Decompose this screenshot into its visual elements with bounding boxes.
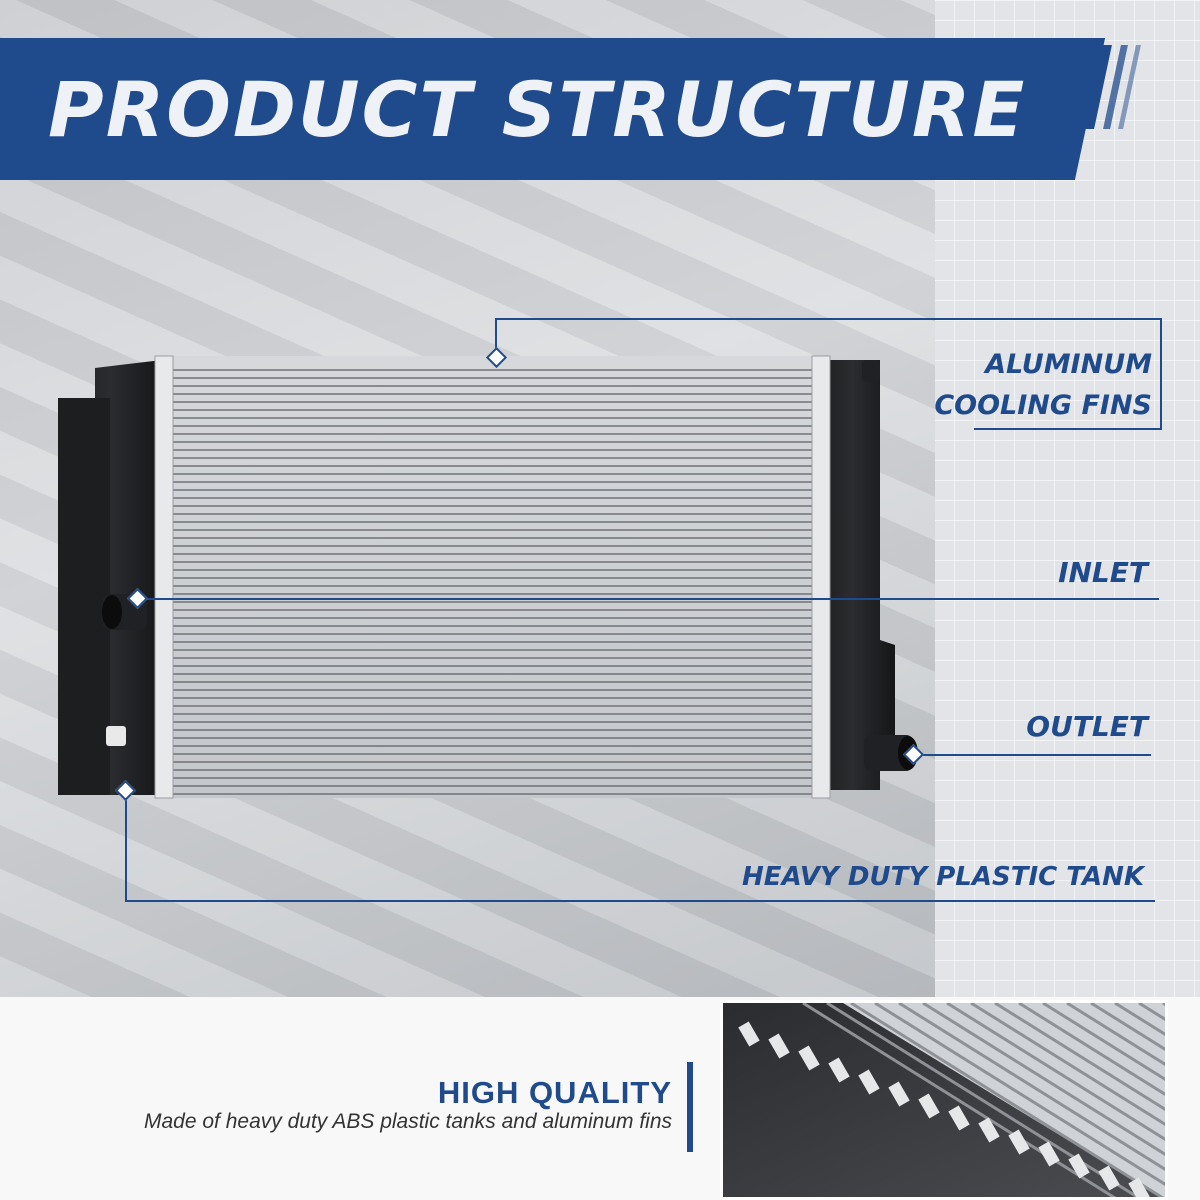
fins-leader-line: [495, 318, 1162, 320]
fin-closeup-image: [720, 1000, 1168, 1200]
outlet-leader-line: [913, 754, 1151, 756]
quality-title: HIGH QUALITY: [437, 1075, 672, 1110]
drain-plug: [106, 726, 126, 746]
cooling-fin-lines: [173, 369, 812, 795]
quality-description: Made of heavy duty ABS plastic tanks and…: [144, 1110, 672, 1133]
fins-callout-bracket: [974, 318, 1162, 430]
fins-label-line1: ALUMINUM: [985, 349, 1152, 380]
right-plastic-tank: [810, 360, 895, 790]
outlet-label: OUTLET: [1026, 710, 1148, 743]
fins-label: ALUMINUM COOLING FINS: [934, 344, 1152, 426]
tank-leader-line: [125, 900, 1155, 902]
inlet-leader-line: [136, 598, 1159, 600]
tank-leader-line: [125, 790, 127, 902]
quality-accent-bar: [687, 1062, 693, 1152]
tank-label: HEAVY DUTY PLASTIC TANK: [742, 862, 1144, 892]
inlet-label: INLET: [1058, 556, 1148, 589]
page-title: PRODUCT STRUCTURE: [48, 65, 1027, 154]
radiator-image: [58, 355, 918, 799]
aluminum-core: [155, 356, 830, 798]
fins-label-line2: COOLING FINS: [934, 390, 1152, 421]
fin-closeup-drawing: [723, 1003, 1165, 1197]
fins-leader-line: [495, 318, 497, 358]
